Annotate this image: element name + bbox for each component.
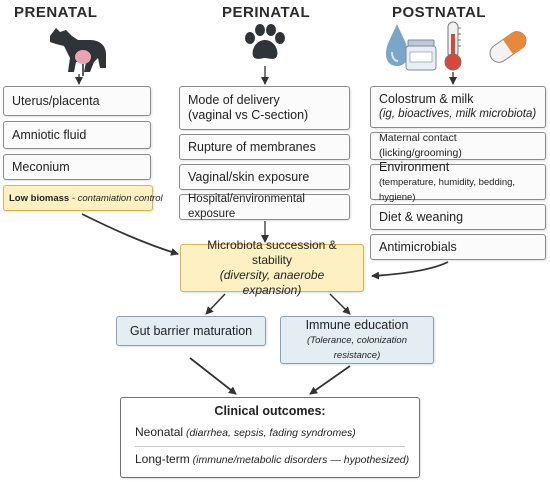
hospital-exposure-box: Hospital/environmental exposure: [179, 193, 350, 220]
environment-label: Environment: [379, 159, 450, 174]
immune-education-label: Immune education: [305, 317, 409, 332]
paw-print-icon: [245, 24, 285, 59]
rupture-label: Rupture of membranes: [188, 139, 316, 154]
perinatal-header: PERINATAL: [222, 4, 311, 21]
uterus-placenta-label: Uterus/placenta: [12, 93, 100, 108]
low-biomass-box: Low biomass - contamiation control: [3, 185, 163, 211]
vaginal-skin-label: Vaginal/skin exposure: [188, 169, 310, 184]
longterm-label: Long-term: [135, 452, 190, 466]
antimicrobials-box: Antimicrobials: [370, 234, 546, 260]
environment-box: Environment (temperature, humidity, bedd…: [370, 160, 546, 203]
vaginal-skin-box: Vaginal/skin exposure: [179, 164, 350, 190]
neonatal-label: Neonatal: [135, 425, 184, 439]
succession-label: Microbiota succession & stability: [207, 238, 337, 267]
hospital-exposure-label: Hospital/environmental exposure: [188, 193, 305, 220]
diet-weaning-box: Diet & weaning: [370, 204, 546, 230]
amniotic-fluid-label: Amniotic fluid: [12, 127, 87, 142]
environment-detail-label: (temperature, humidity, bedding, hygiene…: [379, 176, 516, 203]
neonatal-detail-label: (diarrhea, sepsis, fading syndromes): [183, 427, 356, 439]
antimicrobials-label: Antimicrobials: [379, 239, 457, 254]
amniotic-fluid-box: Amniotic fluid: [3, 121, 151, 149]
maternal-contact-label: Maternal contact (licking/grooming): [379, 132, 462, 159]
low-biomass-label: Low biomass: [9, 192, 70, 204]
mode-of-delivery-label: Mode of delivery: [188, 93, 280, 107]
longterm-outcome: Long-term (immune/metabolic disorders — …: [135, 452, 409, 468]
pregnant-dog-icon: [50, 28, 106, 76]
milk-jar-icon: [405, 39, 437, 71]
longterm-detail-label: (immune/metabolic disorders — hypothesiz…: [189, 454, 410, 466]
gut-barrier-label: Gut barrier maturation: [129, 323, 253, 338]
milk-drop-icon: [386, 24, 408, 66]
clinical-outcomes-box: Clinical outcomes: Neonatal (diarrhea, s…: [120, 397, 420, 478]
contamination-control-label: - contamiation control: [69, 192, 163, 204]
immune-education-box: Immune education (Tolerance, colonizatio…: [280, 316, 434, 364]
clinical-outcomes-title: Clinical outcomes:: [214, 404, 326, 418]
thermometer-icon: [444, 21, 462, 71]
microbiota-succession-box: Microbiota succession & stability (diver…: [180, 238, 364, 297]
succession-detail-label: (diversity, anaerobe expansion): [219, 268, 325, 297]
postnatal-header: POSTNATAL: [392, 4, 486, 21]
immune-detail-label: (Tolerance, colonization resistance): [307, 334, 407, 361]
meconium-label: Meconium: [12, 159, 70, 174]
diet-weaning-label: Diet & weaning: [379, 209, 464, 224]
prenatal-header: PRENATAL: [14, 4, 98, 21]
maternal-contact-box: Maternal contact (licking/grooming): [370, 132, 546, 160]
rupture-box: Rupture of membranes: [179, 134, 350, 160]
mode-of-delivery-box: Mode of delivery (vaginal vs C-section): [179, 86, 350, 130]
delivery-detail-label: (vaginal vs C-section): [188, 108, 309, 122]
meconium-box: Meconium: [3, 154, 151, 180]
uterus-placenta-box: Uterus/placenta: [3, 86, 151, 116]
colostrum-label: Colostrum & milk: [379, 92, 474, 106]
neonatal-outcome: Neonatal (diarrhea, sepsis, fading syndr…: [135, 425, 405, 447]
gut-barrier-box: Gut barrier maturation: [116, 316, 266, 346]
capsule-icon: [489, 31, 527, 63]
colostrum-box: Colostrum & milk (ig, bioactives, milk m…: [370, 86, 546, 128]
colostrum-detail-label: (ig, bioactives, milk microbiota): [379, 108, 537, 120]
